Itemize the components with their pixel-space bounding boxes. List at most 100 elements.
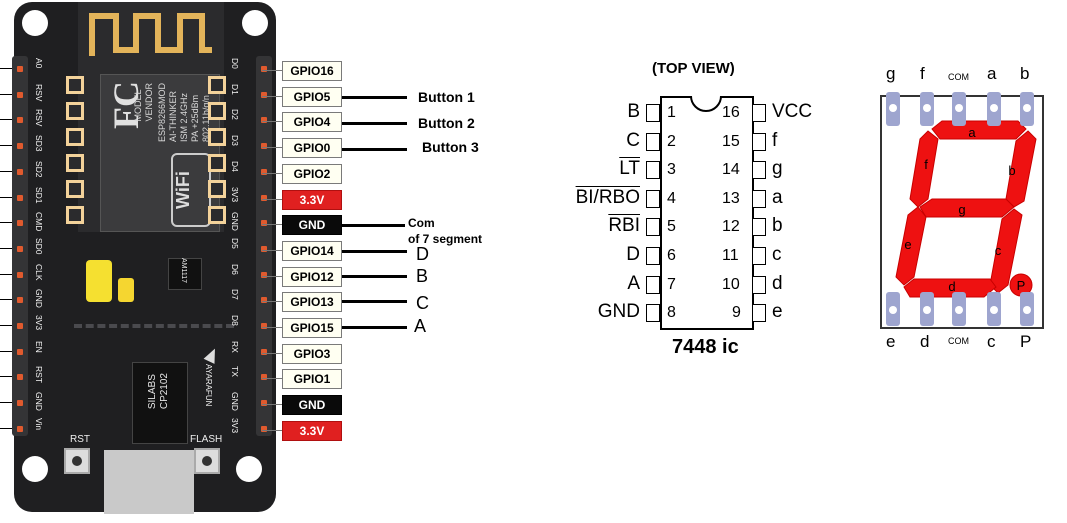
seg-pin-label-bottom: d — [920, 332, 930, 351]
com-label-2: of 7 segment — [408, 232, 483, 246]
ic-pin-right — [752, 189, 766, 208]
seg-pin-bottom — [952, 292, 966, 326]
ic-pin-signal: VCC — [772, 101, 813, 122]
tag-lead — [262, 378, 282, 380]
ic-pin-left — [646, 104, 660, 122]
module-text: ESP8266MOD AI-THINKER ISM 2.4GHz PA +25d… — [157, 83, 211, 143]
gpio-tag: GPIO14 — [282, 240, 342, 261]
seg-f-label: f — [924, 157, 928, 172]
seg-pin-bottom — [920, 292, 934, 326]
right-pin-label: 3V3 — [230, 417, 240, 433]
seg-g-label: g — [958, 202, 965, 217]
right-pin-label: TX — [230, 366, 240, 378]
right-pin — [261, 168, 267, 175]
seg-pin-label-top: b — [1020, 64, 1030, 83]
button1-label: Button 1 — [418, 89, 475, 105]
left-pin-label: RSV — [34, 109, 44, 127]
module-pad — [66, 76, 84, 94]
tag-lead — [262, 121, 282, 123]
ic-pin-number: 11 — [722, 247, 739, 264]
gpio-tag: GPIO12 — [282, 266, 342, 287]
ic-pin-signal: b — [772, 215, 783, 237]
seg-pin-hole — [955, 104, 963, 112]
ic-pin-number: 5 — [667, 218, 676, 236]
ic-pin-right — [752, 275, 766, 294]
chip-label: SILABS CP2102 — [147, 373, 170, 410]
seg-pin-label-top: a — [987, 64, 997, 83]
right-pin-label: D1 — [230, 83, 240, 95]
ic-pin-signal: D — [626, 244, 640, 265]
wire-button1 — [341, 96, 407, 99]
left-pin — [17, 323, 23, 329]
right-pin — [261, 220, 267, 227]
seg-c-label: c — [995, 243, 1002, 258]
seg-pin-label-bottom: c — [987, 332, 996, 351]
left-pin-label: CMD — [34, 212, 44, 232]
rst-button[interactable] — [64, 448, 90, 474]
left-pin — [17, 117, 23, 124]
left-pin-label: SD2 — [34, 160, 44, 178]
right-pin — [261, 66, 267, 72]
seg-pin-top — [920, 92, 934, 126]
nodemcu-board: FC MODEL VENDOR ESP8266MOD AI-THINKER IS… — [12, 2, 276, 514]
c-label: C — [416, 293, 429, 313]
seg-p-label: P — [1017, 278, 1026, 293]
right-pin-label: D2 — [230, 109, 240, 121]
ic-pin-number: 13 — [722, 189, 740, 207]
seg-pin-label-top: f — [920, 64, 925, 83]
ic-pin-number: 3 — [667, 161, 676, 179]
left-pin — [17, 297, 23, 304]
capacitor — [86, 260, 112, 302]
left-pin-label: RST — [34, 366, 44, 384]
seg-pin-top — [987, 92, 1001, 126]
module-pad — [208, 76, 226, 94]
module-pad — [208, 102, 226, 120]
left-tick — [0, 325, 12, 326]
ic-pin-right — [752, 104, 766, 122]
gpio-tag: GPIO0 — [282, 138, 342, 159]
trace-row — [74, 324, 234, 334]
ic-pin-number: 12 — [722, 218, 740, 236]
module-pad — [208, 180, 226, 198]
mount-hole — [236, 456, 262, 482]
voltage-regulator: AM1117 — [168, 258, 202, 290]
ic-pin-right — [752, 161, 766, 180]
ic-pin-number: 1 — [667, 104, 676, 121]
module-pad — [66, 206, 84, 224]
left-pin-label: RSV — [34, 83, 44, 102]
seg-pin-top — [886, 92, 900, 126]
ic-pin-signal: B — [627, 101, 640, 122]
right-pin-label: D5 — [230, 237, 240, 249]
left-pin — [17, 220, 23, 227]
left-pin-label: 3V3 — [34, 315, 44, 331]
regulator-label: AM1117 — [180, 257, 188, 284]
left-tick — [0, 170, 12, 172]
seg-pin-hole — [889, 104, 897, 112]
top-view-label: (TOP VIEW) — [652, 60, 735, 77]
ic-pin-number: 15 — [722, 132, 740, 150]
ic-pin-right — [752, 247, 766, 265]
gpio-tag: GND — [282, 215, 342, 236]
b-label: B — [416, 266, 429, 286]
seg-pin-hole — [889, 306, 897, 314]
left-pin — [17, 245, 23, 252]
gpio-tag: GPIO16 — [282, 61, 342, 81]
com-label: Com — [408, 216, 435, 230]
seg-pin-bottom — [987, 292, 1001, 326]
seg-pin-hole — [1023, 104, 1031, 112]
flash-button[interactable] — [194, 448, 220, 474]
ic-pin-signal: c — [772, 244, 782, 265]
right-pin — [261, 400, 267, 407]
ic-pin-signal: LT — [619, 158, 640, 180]
left-pin-label: A0 — [34, 58, 44, 69]
ic-pin-number: 6 — [667, 247, 676, 264]
ic-pin-right — [752, 218, 766, 237]
d-label: D — [416, 244, 429, 264]
ic-notch — [690, 96, 722, 112]
gpio-tag: GND — [282, 395, 342, 416]
ic-pin-number: 2 — [667, 132, 676, 150]
capacitor-small — [118, 278, 134, 302]
ic-pin-signal: a — [772, 186, 783, 208]
left-pin-label: GND — [34, 289, 44, 309]
button3-label: Button 3 — [422, 139, 479, 155]
